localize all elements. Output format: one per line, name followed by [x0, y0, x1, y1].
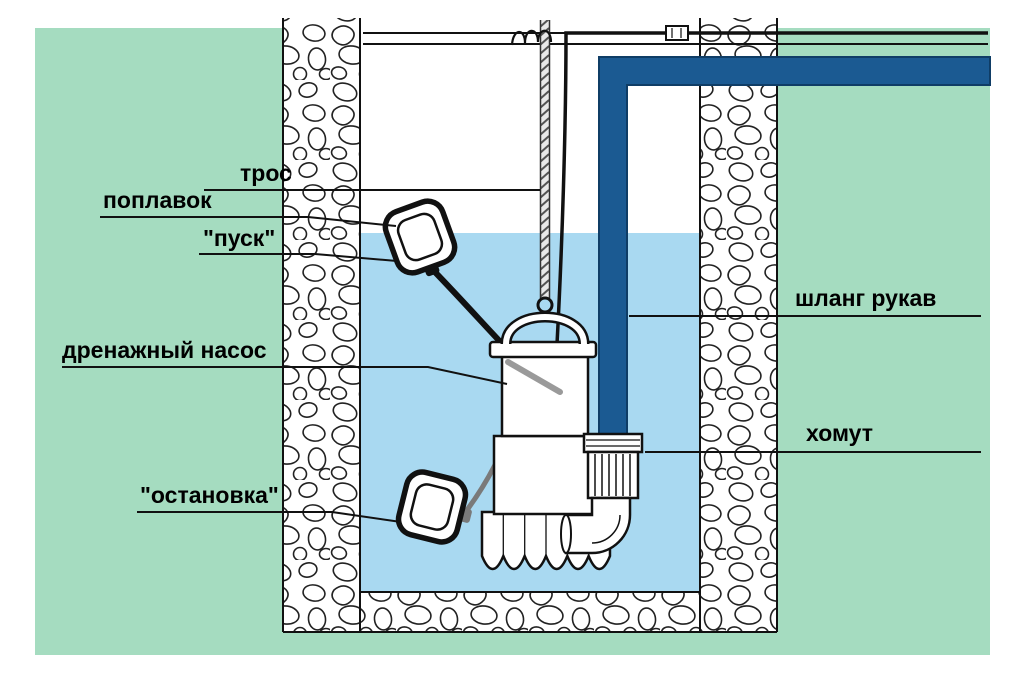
lifting-rope: [536, 20, 554, 314]
wall-right-stones: [700, 18, 777, 632]
coupling-threads: [594, 454, 631, 496]
float-switch-start: [382, 198, 458, 277]
label-float: поплавок: [103, 187, 212, 213]
label-start: "пуск": [203, 225, 275, 251]
label-stop: "остановка": [140, 482, 279, 508]
float-stop-body: [395, 469, 469, 545]
stone-bottom: [360, 592, 700, 632]
leader-pump: [62, 366, 508, 385]
pit-border-lines: [282, 18, 778, 633]
label-clamp: хомут: [806, 420, 873, 446]
hose-clamp: [582, 432, 644, 454]
float-switch-stop: [395, 469, 472, 545]
wall-left-stones: [283, 18, 360, 632]
outlet-fitting: [560, 432, 644, 555]
float-start-body: [382, 198, 458, 276]
pump-top-plate: [488, 340, 598, 359]
elbow-opening: [560, 514, 572, 554]
pump-cable-gland: [505, 359, 563, 395]
leader-float: [100, 216, 397, 227]
stone-wall-right: [700, 18, 777, 632]
leader-start: [199, 253, 398, 262]
float-start-inner: [396, 212, 444, 262]
label-rope: трос: [240, 160, 292, 186]
cable-connector: [665, 25, 689, 41]
leader-stop: [137, 511, 402, 523]
label-pump: дренажный насос: [62, 337, 267, 363]
outlet-elbow: [564, 496, 632, 555]
power-cable: [555, 31, 988, 345]
float-stop-inner: [409, 483, 455, 531]
leader-lines: [62, 189, 981, 523]
stone-wall-left: [283, 18, 360, 632]
pump-handle: [503, 314, 587, 345]
label-hose: шланг рукав: [795, 285, 936, 311]
bottom-stones: [360, 592, 700, 632]
rope-coil: [510, 29, 553, 46]
pump-lower-body: [492, 434, 600, 516]
